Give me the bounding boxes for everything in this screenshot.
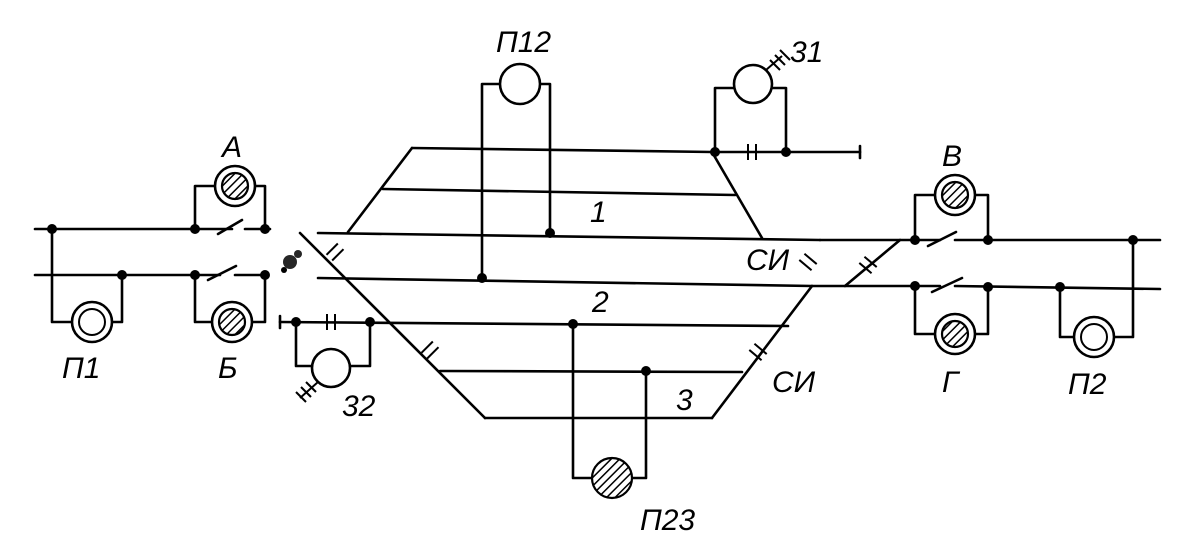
signal-b — [190, 270, 270, 344]
insulating-joints — [281, 144, 878, 361]
signal-32 — [291, 317, 375, 403]
signal-a — [190, 164, 270, 234]
signal-p2 — [1055, 235, 1138, 359]
label-g: Г — [942, 366, 961, 399]
label-track-1: 1 — [590, 196, 607, 229]
label-v: В — [942, 140, 962, 173]
signal-v — [910, 173, 993, 245]
signal-p1 — [47, 224, 127, 344]
signal-31 — [710, 49, 791, 157]
signal-p12 — [477, 62, 555, 283]
label-p2: П2 — [1068, 368, 1107, 401]
label-p1: П1 — [62, 352, 100, 385]
label-a: А — [220, 131, 242, 164]
entrance-switches — [206, 218, 964, 294]
station-tracks — [278, 144, 902, 420]
label-p23: П23 — [640, 504, 695, 536]
label-b: Б — [218, 352, 238, 385]
label-p12: П12 — [496, 26, 551, 59]
label-si-top: СИ — [746, 244, 790, 277]
signal-g — [910, 281, 993, 356]
label-32: 32 — [342, 390, 376, 423]
label-31: 31 — [790, 36, 823, 69]
label-track-2: 2 — [591, 286, 609, 319]
label-si-bottom: СИ — [772, 366, 816, 399]
label-track-3: 3 — [676, 384, 693, 417]
signal-p23 — [568, 319, 651, 500]
